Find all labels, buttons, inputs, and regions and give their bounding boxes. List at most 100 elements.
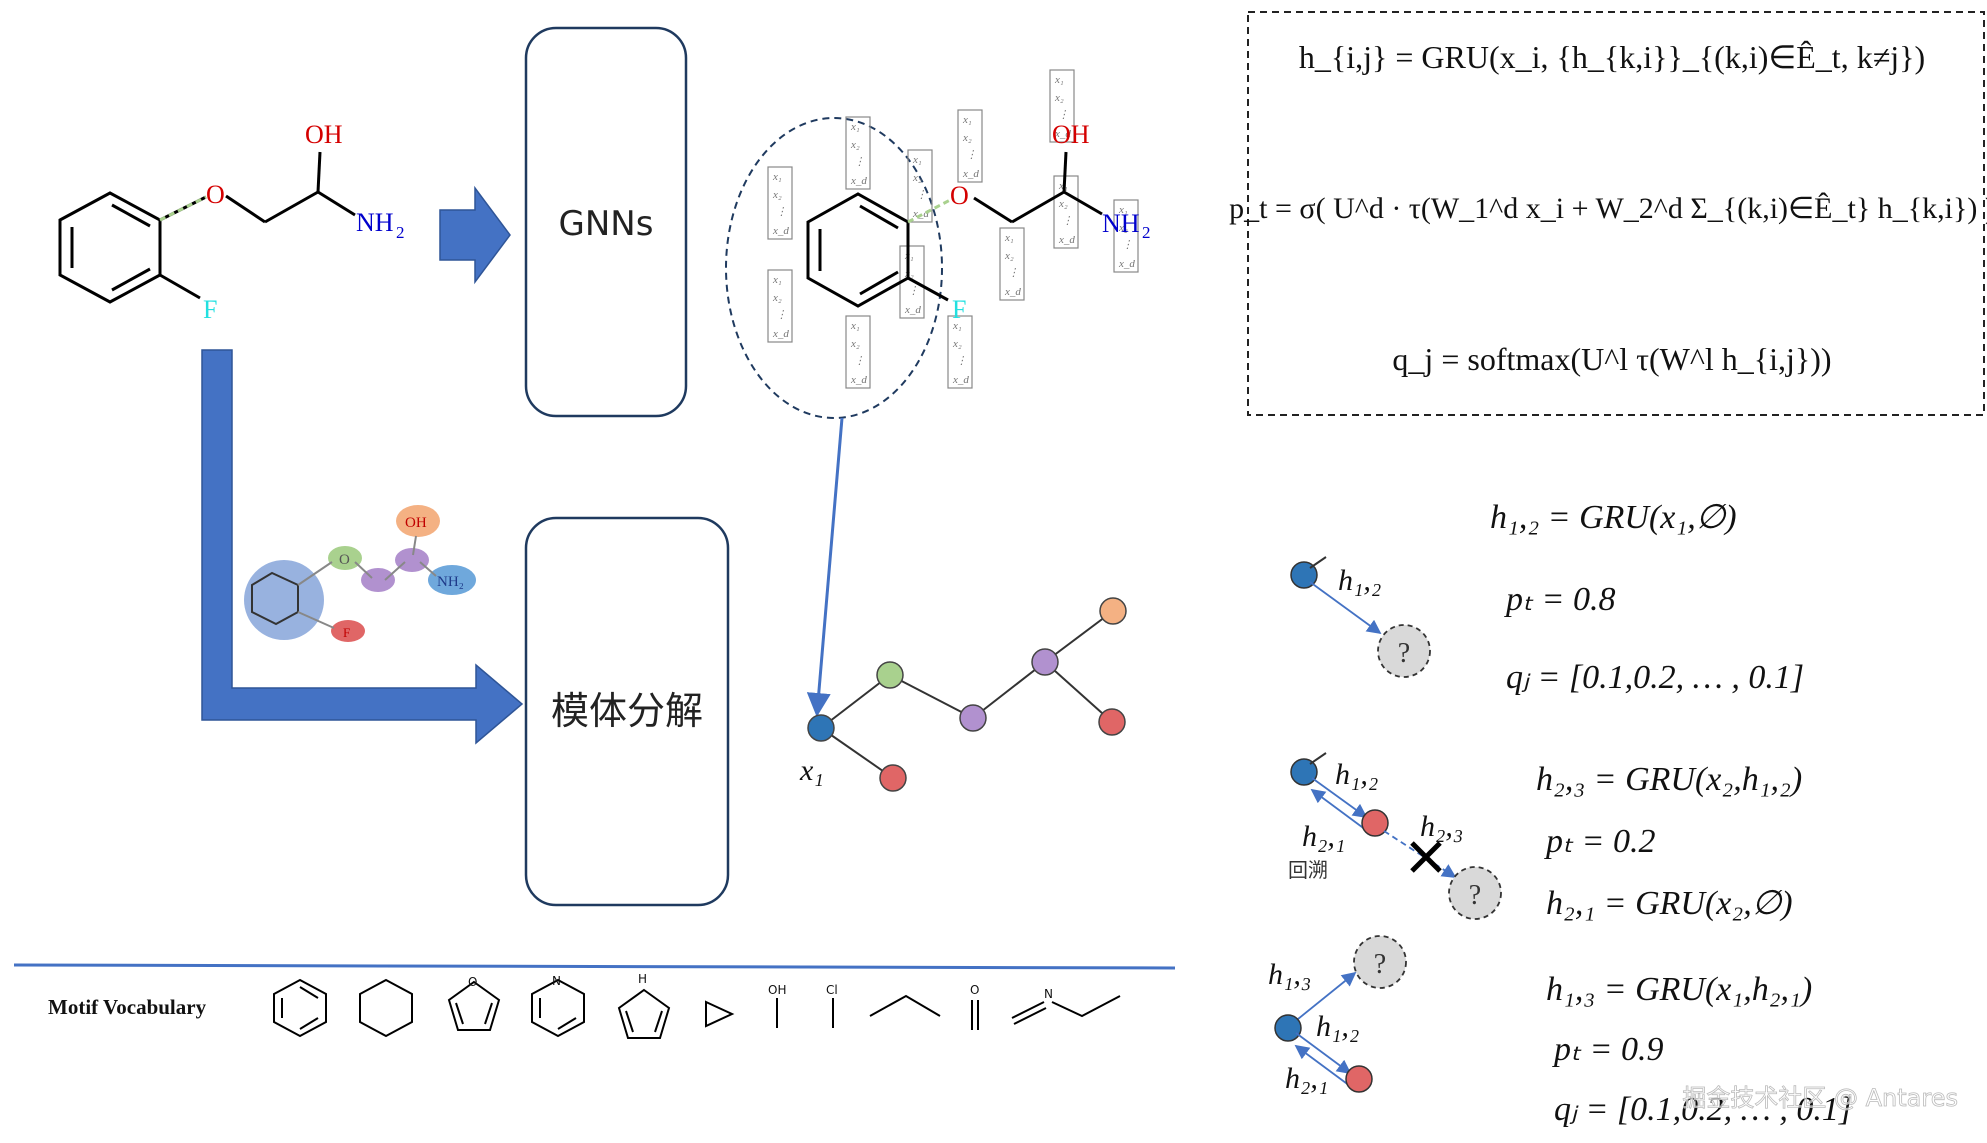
svg-text:x₂: x₂: [912, 172, 922, 184]
step3-label-h21: h₂,₁: [1285, 1062, 1328, 1095]
vocab-pyrrole-h: H: [638, 972, 647, 986]
fluorine-label: F: [203, 295, 217, 324]
svg-text:x₁: x₁: [1004, 232, 1014, 244]
svg-text:x₁: x₁: [952, 320, 962, 332]
svg-text:x₂: x₂: [1058, 198, 1068, 210]
step-3: ? h₁,₃ h₁,₂ h₂,₁ h₁,₃ = GRU(x₁,h₂,₁) pₜ …: [1268, 935, 1852, 1128]
motif-molecule: O OH NH₂ F: [244, 505, 476, 642]
amine-subscript: 2: [396, 223, 405, 242]
graph-node-purple-2: [1031, 648, 1059, 676]
motif-graph: x₁: [799, 597, 1127, 792]
motif-decomposition-box: [524, 516, 730, 907]
step2-unknown: ?: [1469, 880, 1481, 911]
arrow-to-motif-decomposition: [201, 349, 524, 745]
fv-dots: ⋮: [776, 206, 787, 218]
graph-node-orange: [1099, 597, 1127, 625]
cyclohexane-icon: [359, 978, 413, 1038]
motif-nh2-label: NH₂: [437, 574, 464, 590]
step1-p-eq: pₜ = 0.8: [1504, 581, 1615, 618]
fv-x2: x₂: [772, 189, 782, 201]
svg-text:x₂: x₂: [772, 292, 782, 304]
carbonyl-icon: [971, 1000, 979, 1030]
svg-text:x₁: x₁: [1118, 204, 1128, 216]
svg-text:x₁: x₁: [1054, 74, 1064, 86]
formula-q-j: q_j = softmax(U^l τ(W^l h_{i,j})): [1392, 341, 1831, 377]
step-1: ? h₁,₂ h₁,₂ = GRU(x₁,∅) pₜ = 0.8 qⱼ = [0…: [1290, 499, 1804, 696]
svg-text:x_d: x_d: [952, 374, 969, 386]
svg-text:x₂: x₂: [952, 338, 962, 350]
svg-text:F: F: [952, 295, 966, 324]
svg-text:NH: NH: [1102, 209, 1140, 238]
step1-node-label: h₁,₂: [1338, 564, 1381, 597]
svg-text:x₁: x₁: [912, 154, 922, 166]
watermark: 掘金技术社区 @ Antares: [1682, 1084, 1958, 1112]
svg-text:x_d: x_d: [850, 374, 867, 386]
feature-vectors: [767, 69, 1139, 389]
gnns-label: GNNs: [559, 204, 654, 244]
formula-p-t: p_t = σ( U^d · τ(W_1^d x_i + W_2^d Σ_{(k…: [1229, 192, 1987, 225]
svg-text:⋮: ⋮: [854, 156, 865, 168]
encoded-molecule: x₁ x₂ ⋮ x_d x₁ x₂ ⋮ x_d x₁ x₂ ⋮ x_d x₁ x₂ ⋮ x_d x…: [725, 69, 1151, 419]
svg-text:N: N: [1044, 987, 1053, 1001]
graph-node-red-left: [879, 764, 907, 792]
step2-h-eq: h₂,₃ = GRU(x₂,h₁,₂): [1536, 761, 1802, 798]
vocab-furan-o: O: [468, 975, 477, 989]
encoding-arrow: [806, 417, 844, 717]
graph-node-green: [876, 661, 904, 689]
step1-h-eq: h₁,₂ = GRU(x₁,∅): [1490, 499, 1737, 536]
gnns-box: [524, 26, 688, 418]
graph-x1-label: x₁: [799, 754, 824, 787]
svg-text:x₂: x₂: [850, 139, 860, 151]
vocab-oh: OH: [768, 983, 786, 997]
svg-text:x₂: x₂: [1054, 92, 1064, 104]
svg-text:⋮: ⋮: [956, 355, 967, 367]
motif-o-label: O: [339, 552, 350, 568]
svg-text:x₁: x₁: [962, 114, 972, 126]
svg-text:⋮: ⋮: [1062, 215, 1073, 227]
step-2: ? h₁,₂ h₂,₁ h₂,₃ 回溯 h₂,₃ = GRU(x₂,h₁,₂) …: [1288, 752, 1802, 922]
svg-text:x_d: x_d: [962, 168, 979, 180]
step3-q-eq: qⱼ = [0.1,0.2, … , 0.1]: [1554, 1091, 1852, 1128]
svg-text:⋮: ⋮: [966, 149, 977, 161]
step3-label-h13: h₁,₃: [1268, 958, 1311, 991]
motif-oh-label: OH: [405, 515, 427, 531]
step2-label-h21: h₂,₁: [1302, 820, 1345, 853]
graph-node-red-right: [1098, 708, 1126, 736]
step3-label-h12: h₁,₂: [1316, 1010, 1359, 1043]
step2-back-eq: h₂,₁ = GRU(x₂,∅): [1546, 885, 1793, 922]
svg-text:x_d: x_d: [1058, 234, 1075, 246]
svg-text:x_d: x_d: [1118, 258, 1135, 270]
vocab-label: Motif Vocabulary: [48, 995, 207, 1019]
step3-h-eq: h₁,₃ = GRU(x₁,h₂,₁): [1546, 971, 1812, 1008]
oxygen-label: O: [206, 180, 225, 209]
graph-node-purple-1: [959, 704, 987, 732]
svg-text:x₂: x₂: [962, 132, 972, 144]
vocab-divider: [13, 963, 1176, 970]
step2-label-h12: h₁,₂: [1335, 758, 1378, 791]
svg-text:⋮: ⋮: [1058, 109, 1069, 121]
svg-text:x₁: x₁: [850, 320, 860, 332]
step2-p-eq: pₜ = 0.2: [1544, 823, 1655, 860]
svg-text:x₂: x₂: [850, 338, 860, 350]
vocab-atom-labels: O N H OH Cl O N: [468, 972, 1053, 1001]
svg-text:x_d: x_d: [1004, 286, 1021, 298]
graph-node-x1: [807, 714, 835, 742]
step1-q-eq: qⱼ = [0.1,0.2, … , 0.1]: [1506, 659, 1804, 696]
formula-box: [1247, 11, 1985, 416]
vocab-cl: Cl: [826, 983, 838, 997]
svg-text:x₂: x₂: [1004, 250, 1014, 262]
amine-label: NH: [356, 208, 394, 237]
svg-text:x_d: x_d: [1054, 128, 1071, 140]
svg-text:x_d: x_d: [904, 304, 921, 316]
svg-text:O: O: [950, 181, 969, 210]
svg-text:x_d: x_d: [772, 328, 789, 340]
motif-decomposition-label: 模体分解: [551, 689, 703, 733]
svg-text:⋮: ⋮: [776, 309, 787, 321]
vocab-pyridine-n: N: [552, 974, 561, 988]
svg-text:2: 2: [1142, 223, 1151, 242]
pyridine-icon: [531, 978, 585, 1038]
svg-text:O: O: [970, 983, 979, 997]
svg-text:OH: OH: [1052, 120, 1090, 149]
vocab-icons: [273, 978, 1121, 1039]
